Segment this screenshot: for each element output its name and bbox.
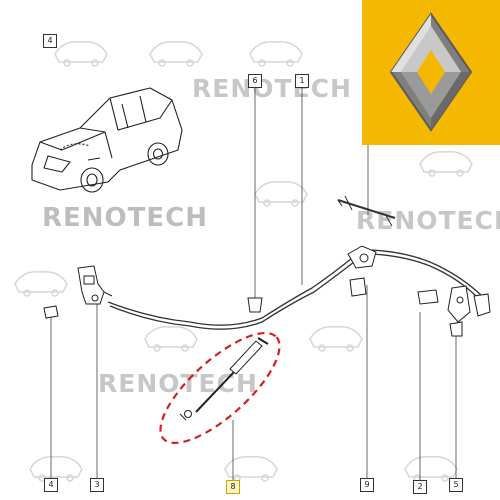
hood-lock-part [43, 265, 113, 319]
leader-lines [50, 86, 457, 480]
callout-part-9: 9 [360, 478, 374, 492]
watermark-car-icon [149, 41, 203, 67]
watermark-car-icon [419, 151, 473, 177]
callout-part-3: 3 [90, 478, 104, 492]
car-illustration [31, 87, 183, 193]
watermark-car-icons [14, 41, 473, 482]
callout-part-4-top: 4 [43, 34, 57, 48]
watermark-car-icon [54, 41, 108, 67]
cable-clip-part [247, 297, 263, 313]
watermark-text: RENOTECH [192, 74, 352, 103]
watermark-car-icon [14, 271, 68, 297]
callout-part-6: 6 [248, 74, 262, 88]
watermark-car-icon [254, 181, 308, 207]
watermark-text: RENOTECH [356, 206, 500, 235]
highlight-ellipse [159, 331, 281, 445]
watermark-car-icon [309, 326, 363, 352]
callout-part-8: 8 [226, 480, 240, 494]
watermark-car-icon [224, 456, 278, 482]
callout-part-5: 5 [449, 478, 463, 492]
renault-logo-panel [362, 0, 500, 145]
callout-part-4: 4 [44, 478, 58, 492]
release-cable [107, 195, 483, 330]
watermark-car-icon [144, 326, 198, 352]
gas-strut-part [179, 337, 269, 421]
callout-part-2: 2 [413, 480, 427, 494]
watermark-text: RENOTECH [42, 203, 208, 233]
release-mechanism-part [337, 199, 377, 297]
renault-diamond-logo-icon [362, 0, 500, 145]
watermark-car-icon [249, 41, 303, 67]
release-handle-part [417, 285, 491, 337]
callout-part-1: 1 [295, 74, 309, 88]
